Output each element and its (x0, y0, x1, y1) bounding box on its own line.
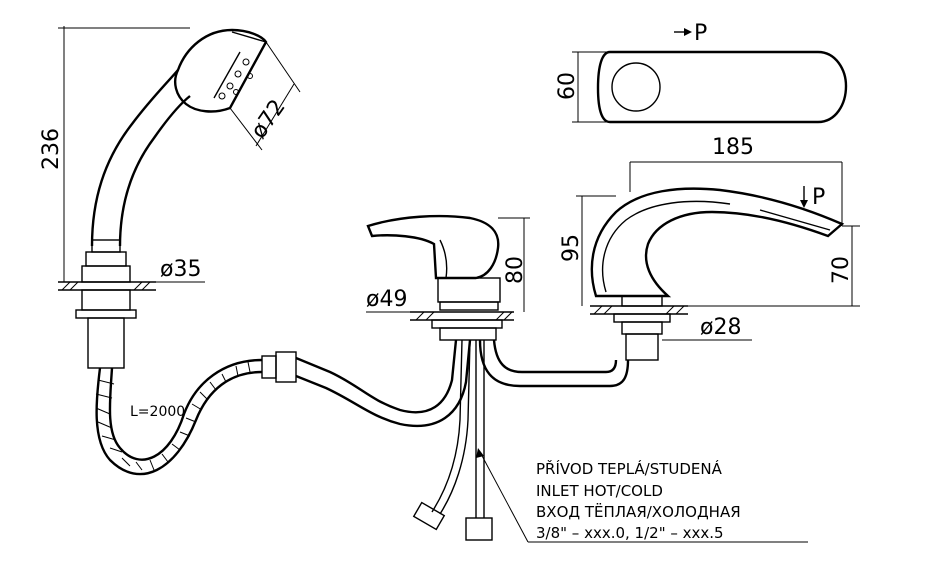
shower-height-label: 236 (39, 128, 64, 170)
top-view-section-marker: P (694, 21, 707, 46)
shower-head-diameter-label: ø72 (246, 95, 290, 143)
top-view-width-label: 60 (555, 72, 580, 100)
shower-base-diameter-label: ø35 (160, 257, 201, 282)
spout-section-marker: P (812, 185, 825, 210)
spout-length-label: 185 (712, 135, 754, 160)
spout-outlet-height-label: 70 (829, 256, 854, 284)
mixer-body: 80 ø49 (366, 214, 630, 541)
spout-height-label: 95 (559, 234, 584, 262)
inlet-note: PŘÍVOD TEPLÁ/STUDENÁ INLET HOT/COLD ВХОД… (476, 448, 808, 543)
mixer-height-label: 80 (503, 256, 528, 284)
bath-spout: ø28 185 95 70 P (559, 135, 860, 361)
shower-hose: L=2000 (95, 339, 472, 476)
note-line-1: PŘÍVOD TEPLÁ/STUDENÁ (536, 459, 723, 478)
note-line-2: INLET HOT/COLD (536, 482, 663, 500)
hand-shower: ø72 ø35 236 (39, 26, 301, 369)
hose-length-label: L=2000 (130, 404, 185, 420)
mixer-base-diameter-label: ø49 (366, 287, 407, 312)
note-line-4: 3/8" – xxx.0, 1/2" – xxx.5 (536, 524, 724, 542)
top-view: 60 P (555, 21, 848, 124)
note-line-3: ВХОД ТЁПЛАЯ/ХОЛОДНАЯ (536, 502, 741, 521)
spout-base-diameter-label: ø28 (700, 315, 741, 340)
